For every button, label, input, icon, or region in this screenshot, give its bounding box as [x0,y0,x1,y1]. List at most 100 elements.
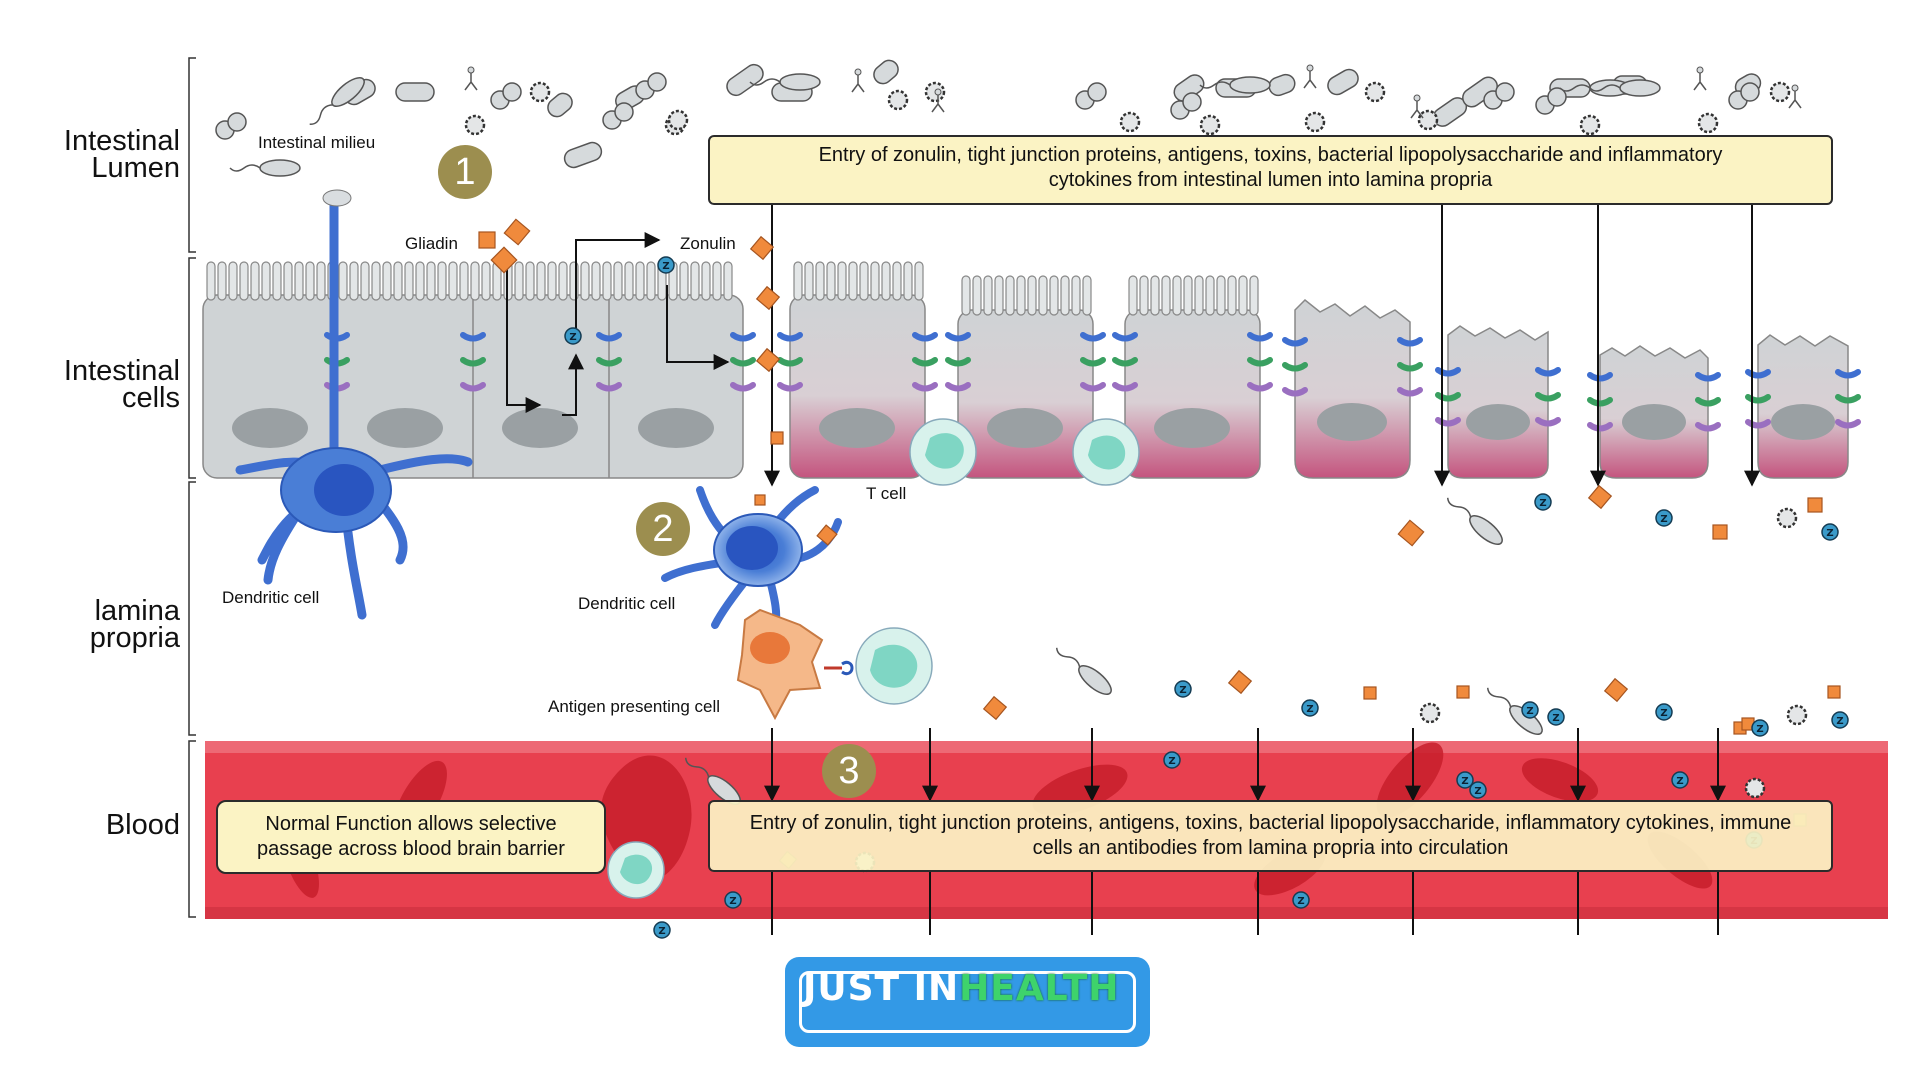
microvillus [602,261,612,301]
microvillus [635,261,645,301]
tight-junction [1535,392,1561,402]
tight-junction [1695,397,1721,407]
microvillus [1071,275,1081,316]
microvillus [679,261,689,301]
virus-particle [529,81,551,103]
coccus [1495,82,1515,102]
zonulin-marker [653,921,671,939]
label-zonulin: Zonulin [680,234,736,253]
microvillus [1128,275,1138,316]
flagellum [1199,81,1231,89]
gliadin-fragment [749,235,775,261]
zonulin-marker-letter: Z [1179,685,1186,696]
microvillus [1139,275,1149,316]
rod-bacterium [726,63,764,97]
microvillus [1161,275,1171,316]
tight-junction [945,332,971,342]
step-badge-3: 3 [822,744,876,798]
zonulin-marker-letter: Z [1461,776,1468,787]
dendritic-cell-left [235,189,473,620]
microvillus [1060,275,1070,316]
label-dendritic-cell-left: Dendritic cell [222,588,320,607]
microvillus [558,261,568,301]
microvillus [815,261,825,301]
zonulin-marker [1456,771,1474,789]
bacteriophage-head [934,88,942,96]
flagellum [229,164,261,172]
zonulin-marker-letter: Z [1660,708,1667,719]
tight-junction [596,382,622,392]
microvillus [349,261,359,301]
microvillus [316,261,326,301]
flagellum [1055,647,1081,668]
flagellated-bacterium [1229,76,1271,94]
microvillus [228,261,238,301]
gliadin-fragment [1807,497,1823,513]
layer-brackets [188,57,196,918]
zonulin-marker [1671,771,1689,789]
tight-junction [1247,357,1273,367]
coccus [1182,92,1202,112]
gliadin-fragment [490,246,518,274]
t-cell-group [607,418,1140,899]
microvillus [514,261,524,301]
zonulin-marker-letter: Z [662,261,669,272]
microvillus [426,261,436,301]
zonulin-marker-letter: Z [1826,528,1833,539]
just-in-health-logo: JUST INHEALTH [785,957,1150,1047]
flagellum [749,78,781,86]
gliadin-fragment [1397,519,1425,547]
microvillus [892,261,902,301]
microvillus [826,261,836,301]
tight-junction [1112,332,1138,342]
rod-bacterium [395,82,435,102]
zonulin-marker [1821,523,1839,541]
microvillus [261,261,271,301]
tight-junction [1080,382,1106,392]
tight-junction [1695,422,1721,432]
flow-arrows-blood [764,728,1726,935]
label-antigen-presenting-cell: Antigen presenting cell [548,697,721,716]
microvillus [536,261,546,301]
microvillus [1082,275,1092,316]
microvillus [793,261,803,301]
zonulin-marker [1751,719,1769,737]
tight-junction [1397,387,1423,397]
logo-text-health: HEALTH [959,968,1120,1009]
callout-normal-function: Normal Function allows selective passage… [216,800,606,874]
microvillus [624,261,634,301]
tight-junction [945,357,971,367]
microvillus [415,261,425,301]
zonulin-marker-letter: Z [1306,704,1313,715]
microvillus [272,261,282,301]
gliadin-fragment [1603,677,1629,703]
tight-junction [1745,369,1771,379]
microvillus [1027,275,1037,316]
flagellum [684,757,710,778]
virus-particle [1786,704,1808,726]
flagellated-bacterium [1619,79,1661,97]
label-gliadin: Gliadin [405,234,458,253]
layer-label-lamina: lamina propria [89,595,180,654]
tight-junction [1080,332,1106,342]
tight-junction [945,382,971,392]
zonulin-marker [1521,701,1539,719]
label-dendritic-cell-mid: Dendritic cell [578,594,676,613]
rod-bacterium [1268,73,1296,97]
tight-junction [912,332,938,342]
microvillus [525,261,535,301]
step-badge-1: 1 [438,145,492,199]
microvillus [239,261,249,301]
zonulin-marker [1292,891,1310,909]
t-cell-nucleus [870,644,918,688]
tight-junction [1587,372,1613,382]
tight-junction [460,357,486,367]
zonulin-marker [1547,708,1565,726]
zonulin-marker [564,327,582,345]
zonulin-marker [657,256,675,274]
logo-text-just-in: JUST IN [803,968,960,1009]
tight-junction [1282,362,1308,372]
tight-junction [1080,357,1106,367]
tight-junction [460,382,486,392]
gliadin-fragment [503,218,531,246]
